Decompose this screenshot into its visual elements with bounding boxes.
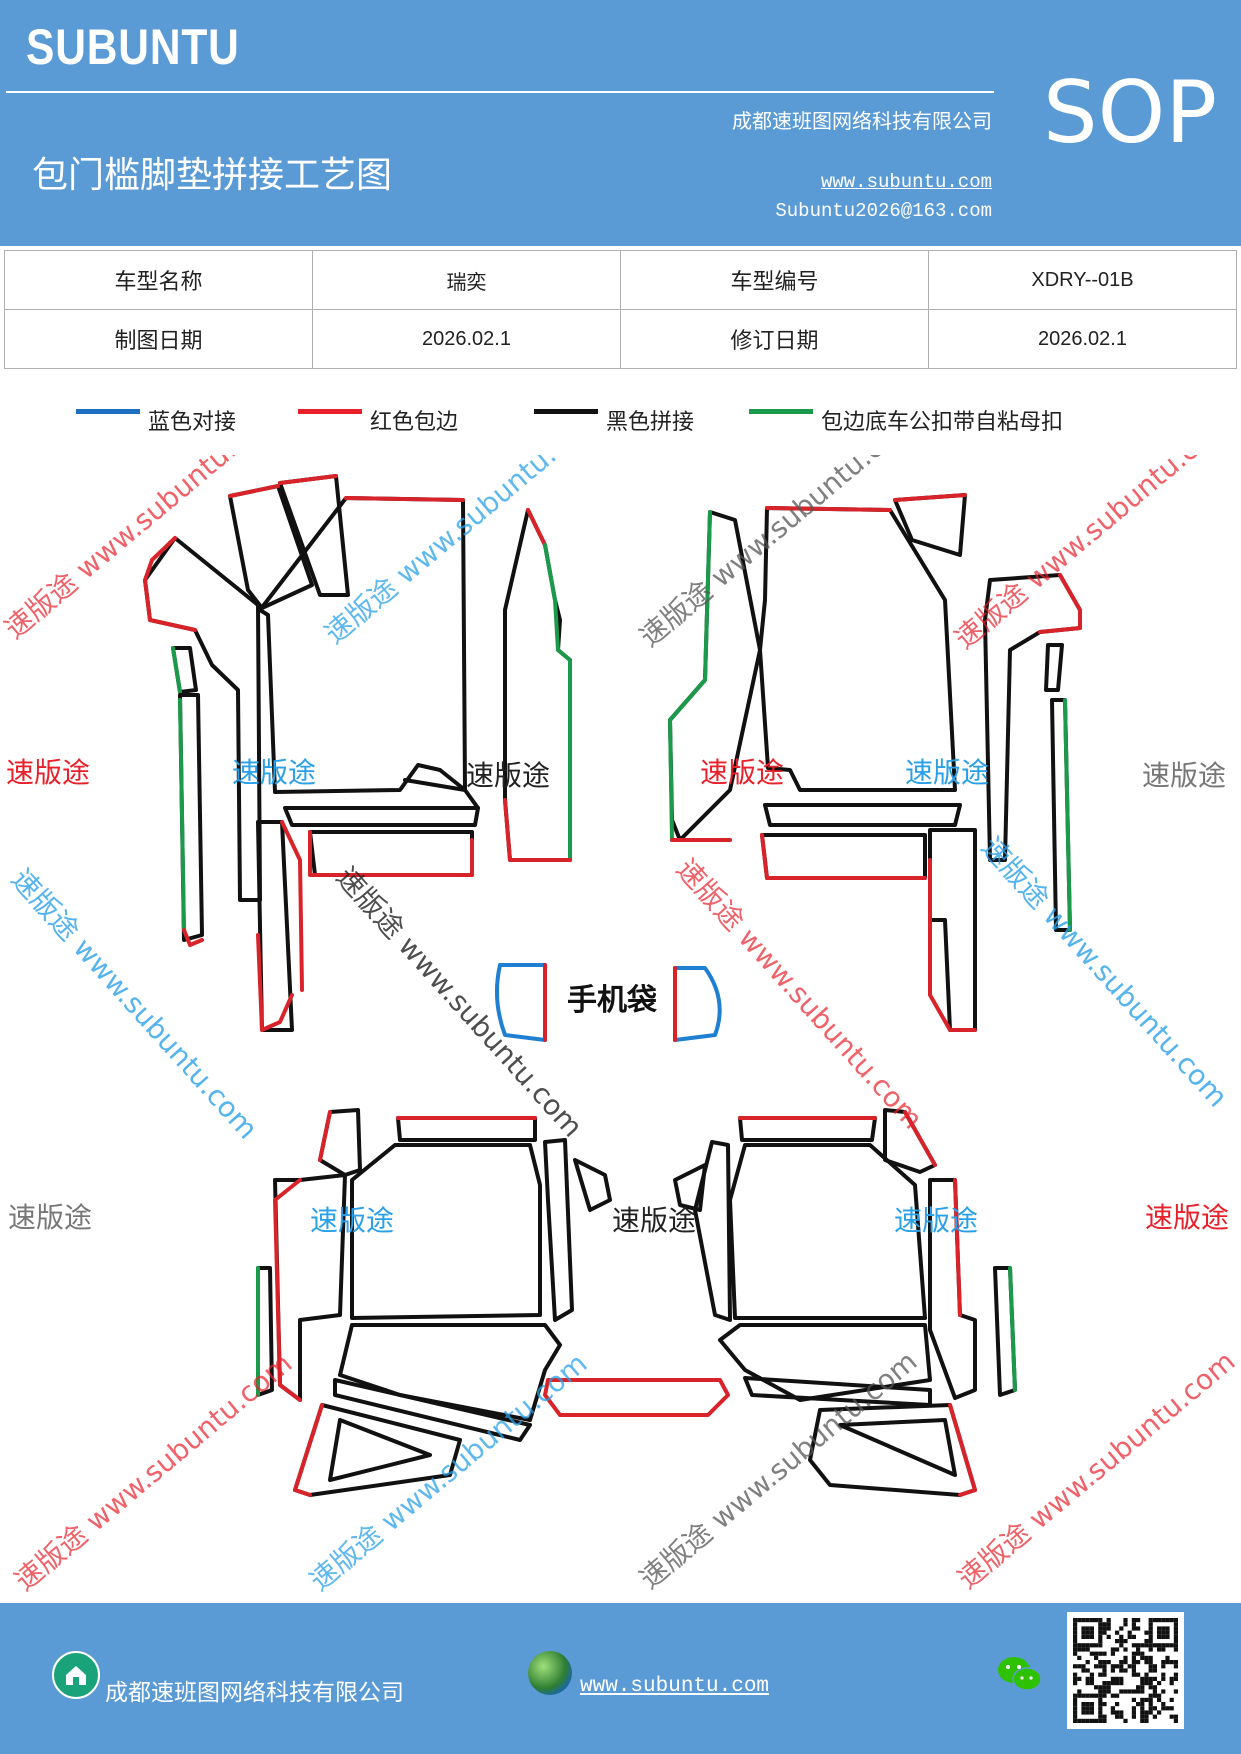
- draw-date-value: 2026.02.1: [312, 309, 621, 369]
- watermark: 速版途: [700, 756, 784, 789]
- model-code-label: 车型编号: [620, 250, 929, 310]
- watermark: 速版途: [232, 756, 316, 789]
- watermark: 速版途: [310, 1204, 394, 1237]
- website-link[interactable]: www.subuntu.com: [820, 171, 992, 193]
- table-row: 制图日期 2026.02.1 修订日期 2026.02.1: [4, 309, 1237, 369]
- home-icon: [52, 1651, 100, 1699]
- legend-swatch: [76, 408, 140, 414]
- table-row: 车型名称 瑞奕 车型编号 XDRY--01B: [4, 250, 1237, 310]
- qr-code: [1067, 1612, 1184, 1729]
- qr-code-pattern: [1073, 1618, 1178, 1723]
- company-name: 成都速班图网络科技有限公司: [732, 109, 992, 133]
- globe-icon: [528, 1651, 572, 1695]
- legend-label: 红色包边: [370, 410, 459, 435]
- phone-pocket-right: [673, 966, 722, 1042]
- model-name-label: 车型名称: [4, 250, 313, 310]
- footer: 成都速班图网络科技有限公司 www.subuntu.com: [0, 1603, 1241, 1754]
- legend-swatch: [534, 408, 598, 414]
- watermark: 速版途 www.subuntu.com: [8, 1346, 298, 1597]
- wechat-icon[interactable]: [996, 1653, 1044, 1697]
- watermark: 速版途: [8, 1201, 92, 1234]
- header-divider: [6, 91, 994, 93]
- legend-label: 蓝色对接: [148, 410, 237, 435]
- floor-mat-drawing: 手机袋: [0, 455, 1241, 1597]
- mat-front-right: [668, 493, 1082, 1032]
- info-table: 车型名称 瑞奕 车型编号 XDRY--01B 制图日期 2026.02.1 修订…: [4, 250, 1237, 369]
- email-link[interactable]: Subuntu2026@163.com: [775, 200, 992, 222]
- watermark: 速版途: [894, 1204, 978, 1237]
- watermark: 速版途 www.subuntu.com: [633, 455, 923, 653]
- legend-label: 黑色拼接: [606, 410, 695, 435]
- legend-item-black: 黑色拼接: [534, 404, 694, 436]
- legend-item-blue: 蓝色对接: [76, 404, 236, 436]
- legend-item-green: 包边底车公扣带自粘母扣: [749, 404, 1063, 436]
- footer-company: 成都速班图网络科技有限公司: [105, 1680, 404, 1706]
- legend-swatch: [749, 408, 813, 414]
- watermark: 速版途 www.subuntu.com: [0, 455, 288, 645]
- revise-date-label: 修订日期: [620, 309, 929, 369]
- watermark: 速版途 www.subuntu.com: [670, 853, 929, 1136]
- watermark: 速版途: [1142, 759, 1226, 792]
- watermark: 速版途: [466, 759, 550, 792]
- model-code-value: XDRY--01B: [928, 250, 1237, 310]
- watermark: 速版途 www.subuntu.com: [951, 1344, 1241, 1595]
- watermark: 速版途 www.subuntu.com: [948, 455, 1238, 655]
- mat-rear-left: [256, 1108, 730, 1497]
- sop-badge: SOP: [1043, 63, 1218, 163]
- mat-rear-right: [673, 1108, 1017, 1497]
- phone-pocket-left: [495, 963, 547, 1042]
- header: SUBUNTU 包门槛脚垫拼接工艺图 成都速班图网络科技有限公司 www.sub…: [0, 0, 1241, 246]
- legend-swatch: [298, 408, 362, 414]
- watermark: 速版途: [905, 756, 989, 789]
- watermark: 速版途 www.subuntu.com: [5, 863, 264, 1146]
- watermark: 速版途: [6, 756, 90, 789]
- watermark: 速版途 www.subuntu.com: [975, 831, 1234, 1114]
- phone-pocket-label: 手机袋: [567, 983, 657, 1018]
- revise-date-value: 2026.02.1: [928, 309, 1237, 369]
- footer-website-link[interactable]: www.subuntu.com: [580, 1675, 770, 1698]
- draw-date-label: 制图日期: [4, 309, 313, 369]
- watermark: 速版途: [612, 1204, 696, 1237]
- watermark: 速版途 www.subuntu.com: [330, 861, 589, 1144]
- mat-front-left: [143, 474, 572, 1032]
- watermark: 速版途: [1145, 1201, 1229, 1234]
- legend: 蓝色对接 红色包边 黑色拼接 包边底车公扣带自粘母扣: [0, 404, 1241, 444]
- page-title: 包门槛脚垫拼接工艺图: [32, 155, 393, 196]
- legend-item-red: 红色包边: [298, 404, 458, 436]
- legend-label: 包边底车公扣带自粘母扣: [821, 410, 1064, 435]
- model-name-value: 瑞奕: [312, 250, 621, 310]
- brand-logo: SUBUNTU: [26, 19, 240, 75]
